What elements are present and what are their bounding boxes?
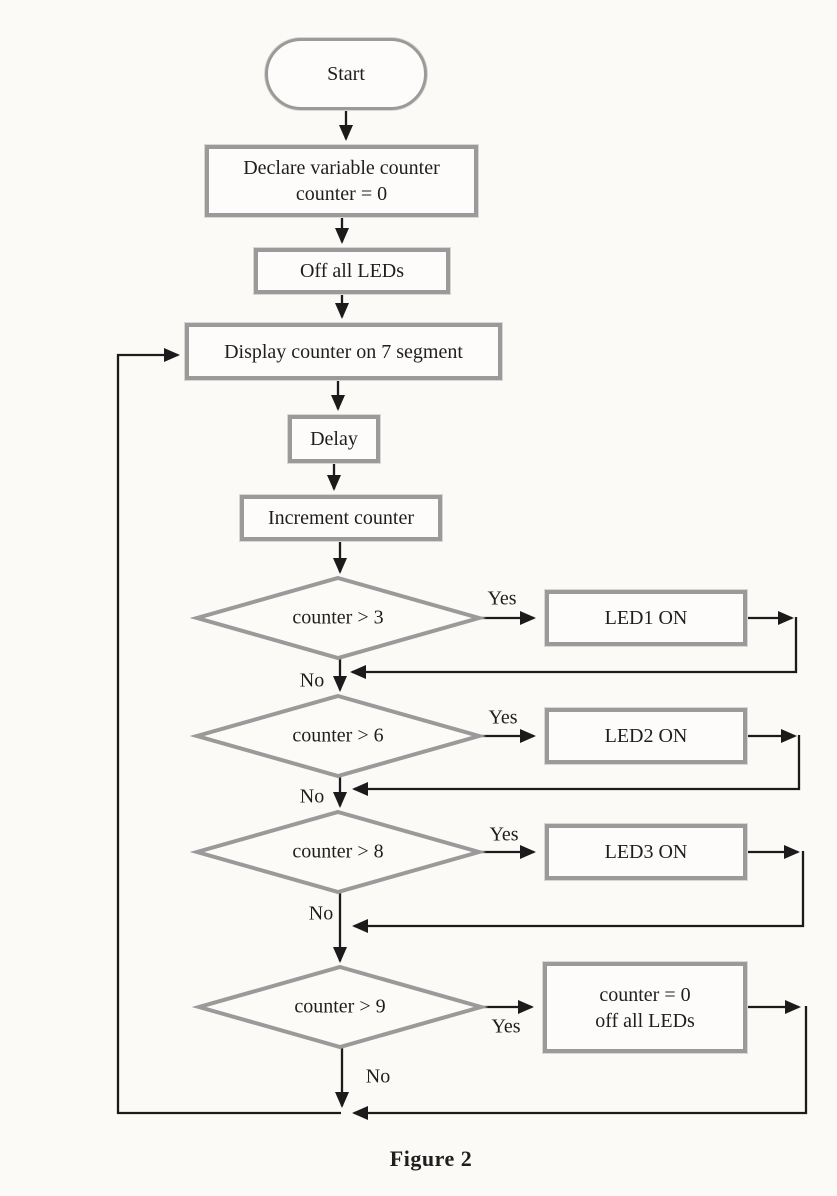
- decision-counter-gt-6-label: counter > 6: [292, 724, 384, 747]
- arrow-loop-to-display: [116, 348, 341, 1115]
- arrow-led3-return: [352, 851, 805, 933]
- node-off-all-leds: Off all LEDs: [254, 248, 450, 294]
- arrow-reset-return: [352, 1006, 808, 1120]
- label-no-check9: No: [365, 1065, 391, 1088]
- node-reset-line2: off all LEDs: [595, 1009, 695, 1032]
- node-declare-line2: counter = 0: [295, 183, 388, 205]
- arrow-led1-return: [350, 617, 798, 679]
- figure-caption: Figure 2: [389, 1146, 473, 1171]
- label-yes-check6: Yes: [488, 706, 518, 729]
- node-increment-counter-label: Increment counter: [267, 507, 415, 529]
- label-no-check6: No: [299, 785, 325, 808]
- label-no-check3: No: [299, 669, 325, 692]
- node-led3-on: LED3 ON: [545, 824, 747, 880]
- node-declare-counter: Declare variable counter counter = 0: [205, 145, 478, 217]
- node-display-counter: Display counter on 7 segment: [185, 323, 502, 380]
- node-start-label: Start: [327, 63, 365, 85]
- node-start: Start: [265, 38, 427, 110]
- decision-counter-gt-9-label: counter > 9: [294, 995, 386, 1018]
- label-yes-check9: Yes: [491, 1015, 521, 1038]
- decision-counter-gt-8-label: counter > 8: [292, 840, 384, 863]
- node-led1-on-label: LED1 ON: [604, 607, 688, 629]
- label-yes-check3: Yes: [487, 587, 517, 610]
- node-off-all-leds-label: Off all LEDs: [299, 260, 405, 282]
- node-led1-on: LED1 ON: [545, 590, 747, 646]
- node-reset-line1: counter = 0: [599, 983, 691, 1006]
- node-delay-label: Delay: [310, 428, 358, 450]
- node-display-counter-label: Display counter on 7 segment: [224, 340, 463, 363]
- node-declare-line1: Declare variable counter: [243, 157, 440, 179]
- decision-counter-gt-9-shape: [191, 964, 489, 1050]
- label-yes-check8: Yes: [489, 823, 519, 846]
- node-reset-counter: counter = 0 off all LEDs: [543, 962, 747, 1053]
- decision-counter-gt-6-shape: [189, 693, 487, 779]
- arrow-led2-return: [352, 735, 801, 796]
- node-led2-on: LED2 ON: [545, 708, 747, 764]
- decision-counter-gt-8-shape: [189, 809, 487, 895]
- node-increment-counter: Increment counter: [240, 495, 442, 541]
- node-led3-on-label: LED3 ON: [604, 841, 688, 863]
- decision-counter-gt-3-label: counter > 3: [292, 606, 384, 629]
- node-led2-on-label: LED2 ON: [604, 725, 688, 747]
- node-delay: Delay: [288, 415, 380, 463]
- decision-counter-gt-3-shape: [189, 575, 487, 661]
- label-no-check8: No: [308, 902, 334, 925]
